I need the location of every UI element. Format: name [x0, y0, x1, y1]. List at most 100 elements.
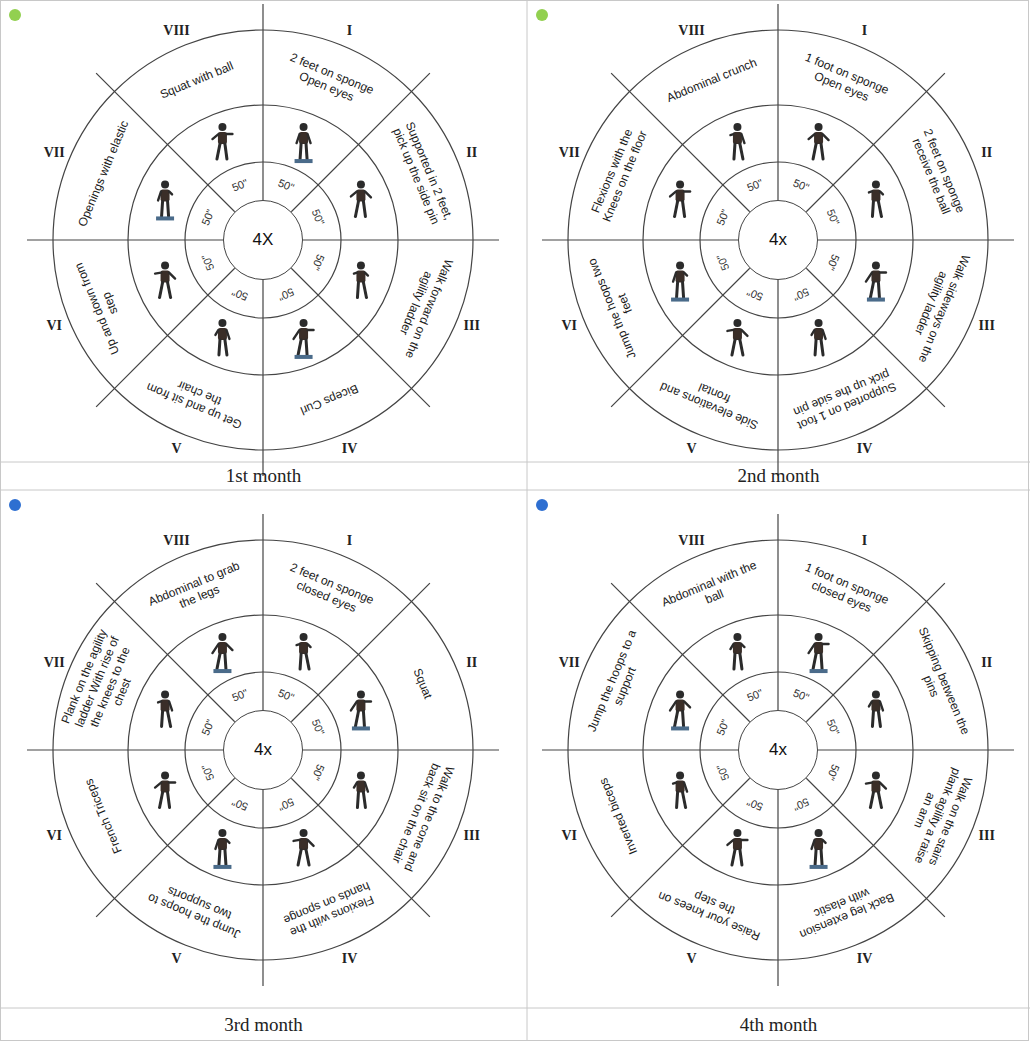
figure-part	[168, 201, 169, 216]
figure-part	[815, 829, 823, 837]
exercise-figure	[671, 262, 689, 302]
roman-numeral: I	[329, 533, 369, 549]
exercise-name: Supported on 1 foot pick up the side pin	[785, 364, 903, 434]
exercise-name: Openings with elastic	[76, 118, 133, 230]
figure-part	[297, 644, 300, 645]
figure-part	[809, 134, 815, 139]
figure-part	[226, 133, 232, 135]
segment-divider	[818, 239, 1014, 240]
figure-part	[225, 340, 227, 355]
exercise-name: Side elevations and frontal	[653, 364, 771, 434]
duration-label: 50"	[820, 709, 845, 745]
roman-numeral: II	[452, 145, 492, 161]
segment-divider	[262, 790, 263, 986]
figure-part	[226, 330, 229, 339]
figure-part	[306, 654, 309, 669]
figure-part	[821, 144, 823, 159]
segment-divider	[27, 749, 223, 750]
figure-prop	[213, 865, 231, 869]
exercise-name: Back leg extension with elastic	[785, 874, 903, 944]
figure-part	[169, 781, 175, 783]
figure-part	[815, 340, 816, 355]
figure-part	[866, 273, 872, 282]
figure-part	[878, 711, 880, 726]
repeat-count: 4x	[769, 230, 787, 250]
exercise-figure	[212, 123, 232, 159]
roman-numeral: IV	[844, 951, 884, 967]
figure-part	[732, 340, 735, 355]
exercise-name: 1 foot on sponge closed eyes	[785, 556, 903, 626]
month-caption: 1st month	[226, 465, 301, 487]
exercise-figure	[673, 772, 687, 808]
figure-part	[212, 644, 218, 653]
figure-part	[219, 340, 220, 355]
figure-part	[870, 793, 873, 808]
figure-part	[355, 711, 358, 726]
center-circle: 4x	[738, 200, 818, 280]
figure-part	[727, 330, 733, 331]
figure-part	[158, 191, 161, 200]
figure-part	[670, 701, 676, 710]
figure-part	[684, 783, 687, 792]
roman-numeral: II	[967, 145, 1007, 161]
figure-part	[732, 850, 735, 865]
exercise-figure	[869, 180, 883, 216]
duration-label: 50"	[305, 754, 330, 790]
figure-prop	[810, 669, 828, 673]
figure-part	[673, 783, 676, 784]
duration-label: 50"	[711, 199, 736, 235]
duration-label: 50"	[222, 282, 258, 307]
roman-numeral: VIII	[157, 533, 197, 549]
segment-divider	[303, 239, 499, 240]
figure-part	[677, 283, 678, 298]
figure-part	[215, 840, 218, 849]
figure-part	[683, 793, 686, 808]
exercise-figure	[294, 829, 314, 865]
figure-part	[740, 340, 743, 355]
exercise-name: 2 feet on sponge Open eyes	[270, 46, 388, 116]
figure-part	[741, 839, 747, 841]
figure-part	[219, 850, 220, 865]
figure-part	[161, 180, 169, 188]
figure-part	[677, 793, 678, 808]
figure-part	[300, 144, 301, 159]
duration-label: 50"	[267, 792, 303, 817]
duration-label: 50"	[267, 683, 303, 708]
roman-numeral: II	[452, 655, 492, 671]
figure-part	[306, 340, 307, 355]
exercise-name: Up and down from step	[69, 247, 139, 365]
segment-divider	[262, 514, 263, 710]
duration-label: 50"	[196, 199, 221, 235]
duration-label: 50"	[196, 709, 221, 745]
figure-part	[727, 840, 733, 845]
repeat-count: 4X	[253, 230, 274, 250]
roman-numeral: IV	[844, 441, 884, 457]
marker-dot	[9, 499, 21, 511]
figure-part	[815, 633, 823, 641]
roman-numeral: III	[452, 828, 492, 844]
roman-numeral: VII	[549, 655, 589, 671]
figure-part	[169, 701, 172, 710]
figure-prop	[156, 216, 174, 220]
duration-label: 50"	[222, 173, 258, 198]
figure-part	[676, 772, 684, 780]
exercise-figure	[730, 123, 744, 159]
duration-label: 50"	[711, 709, 736, 745]
roman-numeral: III	[967, 828, 1007, 844]
figure-part	[872, 201, 873, 216]
figure-prop	[867, 298, 885, 302]
figure-part	[670, 191, 676, 196]
figure-part	[308, 134, 311, 143]
figure-part	[160, 283, 163, 298]
figure-part	[733, 829, 741, 837]
figure-part	[741, 644, 744, 647]
figure-part	[733, 633, 741, 641]
exercise-name: 2 feet on sponge closed eyes	[270, 556, 388, 626]
roman-numeral: VI	[34, 828, 74, 844]
exercise-name: Jump the hoops to a support	[584, 625, 654, 743]
roman-numeral: V	[672, 951, 712, 967]
figure-part	[740, 850, 742, 865]
roman-numeral: III	[452, 318, 492, 334]
figure-part	[355, 201, 358, 216]
